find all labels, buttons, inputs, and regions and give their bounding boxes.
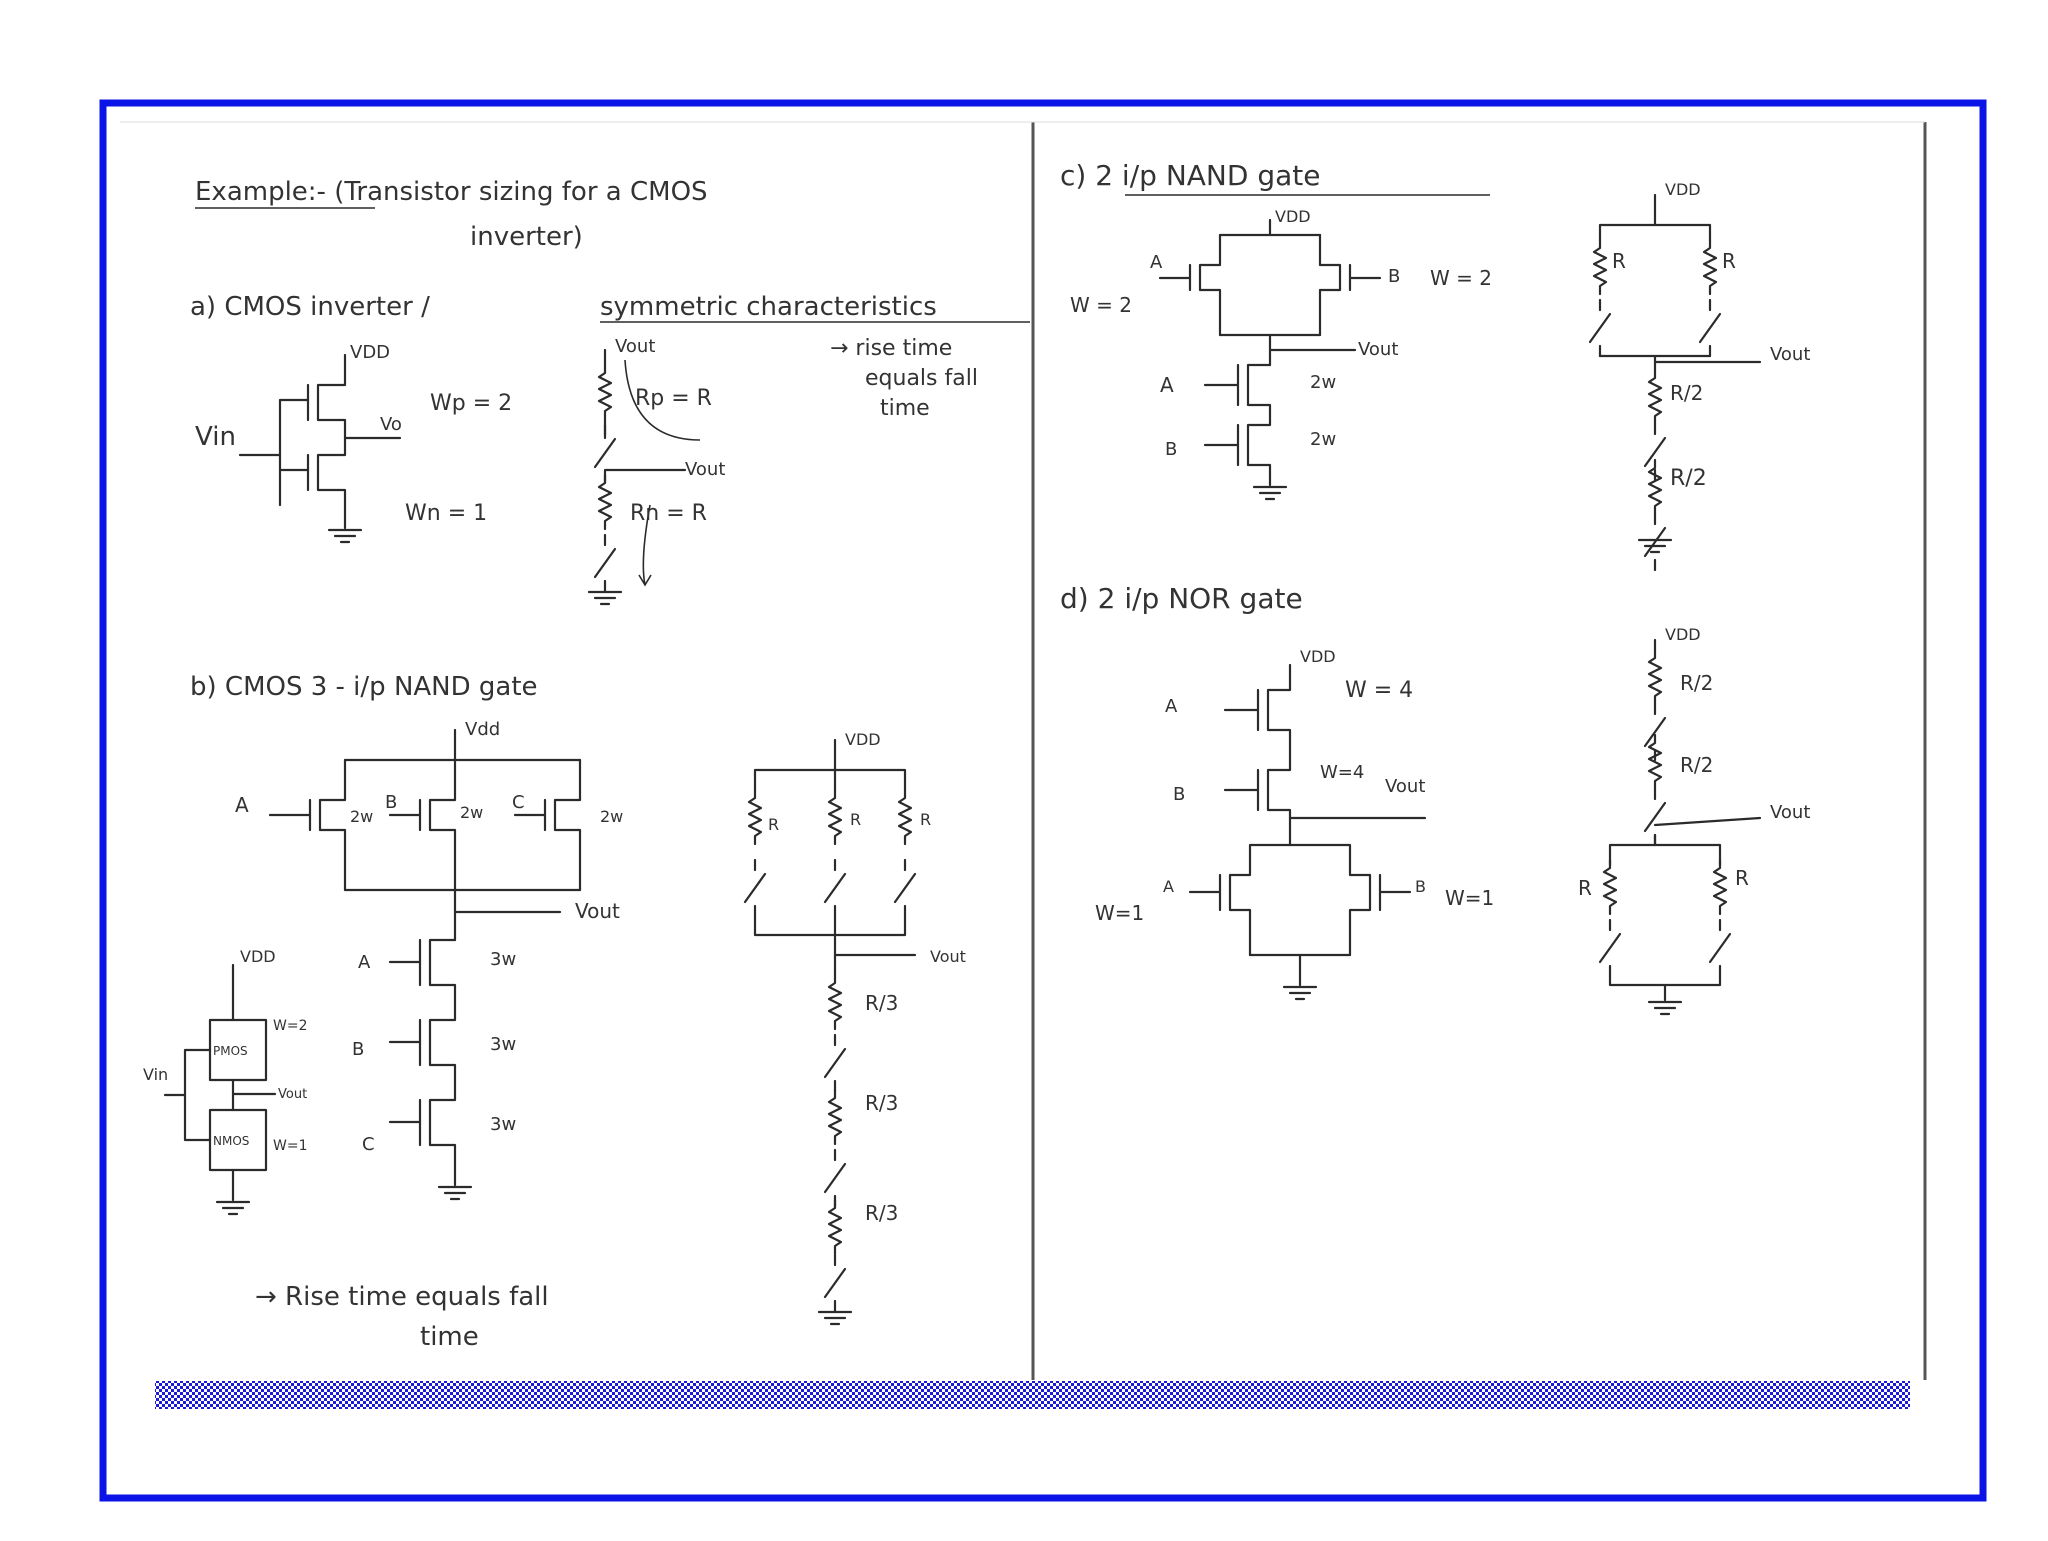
- nand3-w3c: 3w: [490, 1114, 516, 1135]
- nmos-w: W=1: [273, 1138, 307, 1154]
- res3-vout: Vout: [930, 947, 966, 966]
- nand3-b2: B: [352, 1039, 364, 1060]
- nand2-vout: Vout: [1358, 339, 1398, 360]
- inv-block-vdd: VDD: [240, 947, 276, 966]
- nand3-a: A: [235, 793, 249, 817]
- nand2-w2b: 2w: [1310, 429, 1336, 450]
- slide-border: [99, 99, 1987, 1502]
- block-inverter: [163, 963, 277, 1216]
- section-b: b) CMOS 3 - i/p NAND gate Vdd A B C 2w 2…: [143, 672, 966, 1352]
- nand3-vout: Vout: [575, 899, 620, 923]
- res3-r3: R: [920, 810, 931, 829]
- section-a-note-2: equals fall: [865, 366, 978, 391]
- nor2-res-vout: Vout: [1770, 802, 1810, 823]
- section-a-heading: a) CMOS inverter /: [190, 292, 430, 322]
- nmos-block: NMOS: [213, 1134, 249, 1148]
- nand2-res-r2a: R/2: [1670, 381, 1703, 405]
- nand2-res-r2: R: [1722, 249, 1736, 273]
- nand2-a: A: [1150, 252, 1163, 273]
- nand3-a2: A: [358, 952, 371, 973]
- nand2-a2: A: [1160, 373, 1174, 397]
- nor2-b: B: [1173, 784, 1185, 805]
- nor2-b2: B: [1415, 877, 1426, 896]
- nand2-res-vdd: VDD: [1665, 180, 1701, 199]
- nor2-w4a: W = 4: [1345, 678, 1413, 703]
- nor2-vdd: VDD: [1300, 647, 1336, 666]
- inv-vo-label: Vo: [380, 414, 402, 435]
- nand3-b: B: [385, 792, 397, 813]
- pmos-w: W=2: [273, 1018, 307, 1034]
- section-c: c) 2 i/p NAND gate VDD A B W = 2 W = 2 V…: [1060, 159, 1810, 572]
- nor2-w1l: W=1: [1095, 901, 1144, 925]
- inv-vdd-label: VDD: [350, 342, 390, 363]
- nand2-wp-right: W = 2: [1430, 266, 1492, 290]
- nand2-schematic: [1158, 218, 1382, 501]
- section-b-heading: b) CMOS 3 - i/p NAND gate: [190, 672, 538, 702]
- nor2-w1r: W=1: [1445, 886, 1494, 910]
- res3-r3b: R/3: [865, 1091, 898, 1115]
- nand2-b: B: [1388, 266, 1400, 287]
- section-a: Example:- (Transistor sizing for a CMOS …: [190, 177, 1030, 606]
- section-a-title-line1: Example:- (Transistor sizing for a CMOS: [195, 177, 708, 207]
- nor2-res-r2b: R/2: [1680, 753, 1713, 777]
- nand3-w2b: 2w: [460, 803, 483, 822]
- nand2-vdd: VDD: [1275, 207, 1311, 226]
- res3-r3c: R/3: [865, 1201, 898, 1225]
- nand2-res-vout: Vout: [1770, 344, 1810, 365]
- nor2-resistor-model: [1598, 638, 1762, 1016]
- wp-label: Wp = 2: [430, 391, 512, 416]
- nand3-schematic: [268, 728, 582, 1201]
- section-b-note-2: time: [420, 1322, 479, 1352]
- nor2-res-r2: R: [1735, 866, 1749, 890]
- nor2-vout: Vout: [1385, 776, 1425, 797]
- nand2-res-r2b: R/2: [1670, 466, 1707, 491]
- rp-label: Rp = R: [635, 386, 712, 411]
- section-a-note-1: → rise time: [830, 336, 952, 361]
- nand2-w2a: 2w: [1310, 372, 1336, 393]
- inv-vin-label: Vin: [195, 422, 236, 452]
- nand3-w2c: 2w: [600, 807, 623, 826]
- res3-r1: R: [768, 815, 779, 834]
- nand3-c2: C: [362, 1134, 375, 1155]
- res3-r2: R: [850, 810, 861, 829]
- pmos-block: PMOS: [213, 1044, 248, 1058]
- inv-block-vout: Vout: [278, 1087, 307, 1102]
- nand3-resistor-model: [743, 738, 917, 1326]
- wn-label: Wn = 1: [405, 501, 487, 526]
- section-a-title-line2: inverter): [470, 222, 583, 252]
- rc-vout-top: Vout: [615, 336, 655, 357]
- nand2-res-r1: R: [1612, 249, 1626, 273]
- nor2-res-r2a: R/2: [1680, 671, 1713, 695]
- section-c-heading: c) 2 i/p NAND gate: [1060, 159, 1320, 192]
- nor2-schematic: [1188, 663, 1427, 1001]
- section-b-note-1: → Rise time equals fall: [255, 1282, 549, 1312]
- section-d-heading: d) 2 i/p NOR gate: [1060, 582, 1303, 615]
- section-a-note-3: time: [880, 396, 930, 421]
- nor2-a2: A: [1163, 877, 1174, 896]
- nor2-a: A: [1165, 696, 1178, 717]
- nand3-w3a: 3w: [490, 949, 516, 970]
- nor2-res-vdd: VDD: [1665, 625, 1701, 644]
- res3-r3a: R/3: [865, 991, 898, 1015]
- nand2-b2: B: [1165, 439, 1177, 460]
- nor2-res-r1: R: [1578, 876, 1592, 900]
- nand3-vdd: Vdd: [465, 719, 500, 740]
- nand2-wp-left: W = 2: [1070, 293, 1132, 317]
- inverter-rc-model: [587, 348, 701, 606]
- nand3-w3b: 3w: [490, 1034, 516, 1055]
- section-d: d) 2 i/p NOR gate VDD A B W = 4 W=4 Vout…: [1060, 582, 1810, 1016]
- nand3-w2a: 2w: [350, 807, 373, 826]
- inv-block-vin: Vin: [143, 1065, 168, 1084]
- rc-vout-mid: Vout: [685, 459, 725, 480]
- rn-label: Rn = R: [630, 501, 707, 526]
- nand3-c: C: [512, 792, 525, 813]
- inverter-schematic: [238, 353, 402, 544]
- res3-vdd: VDD: [845, 730, 881, 749]
- nand2-resistor-model: [1588, 193, 1762, 572]
- nor2-w4b: W=4: [1320, 762, 1364, 783]
- decorative-stripe: [155, 1381, 1910, 1409]
- section-a-heading-underlined: symmetric characteristics: [600, 292, 937, 322]
